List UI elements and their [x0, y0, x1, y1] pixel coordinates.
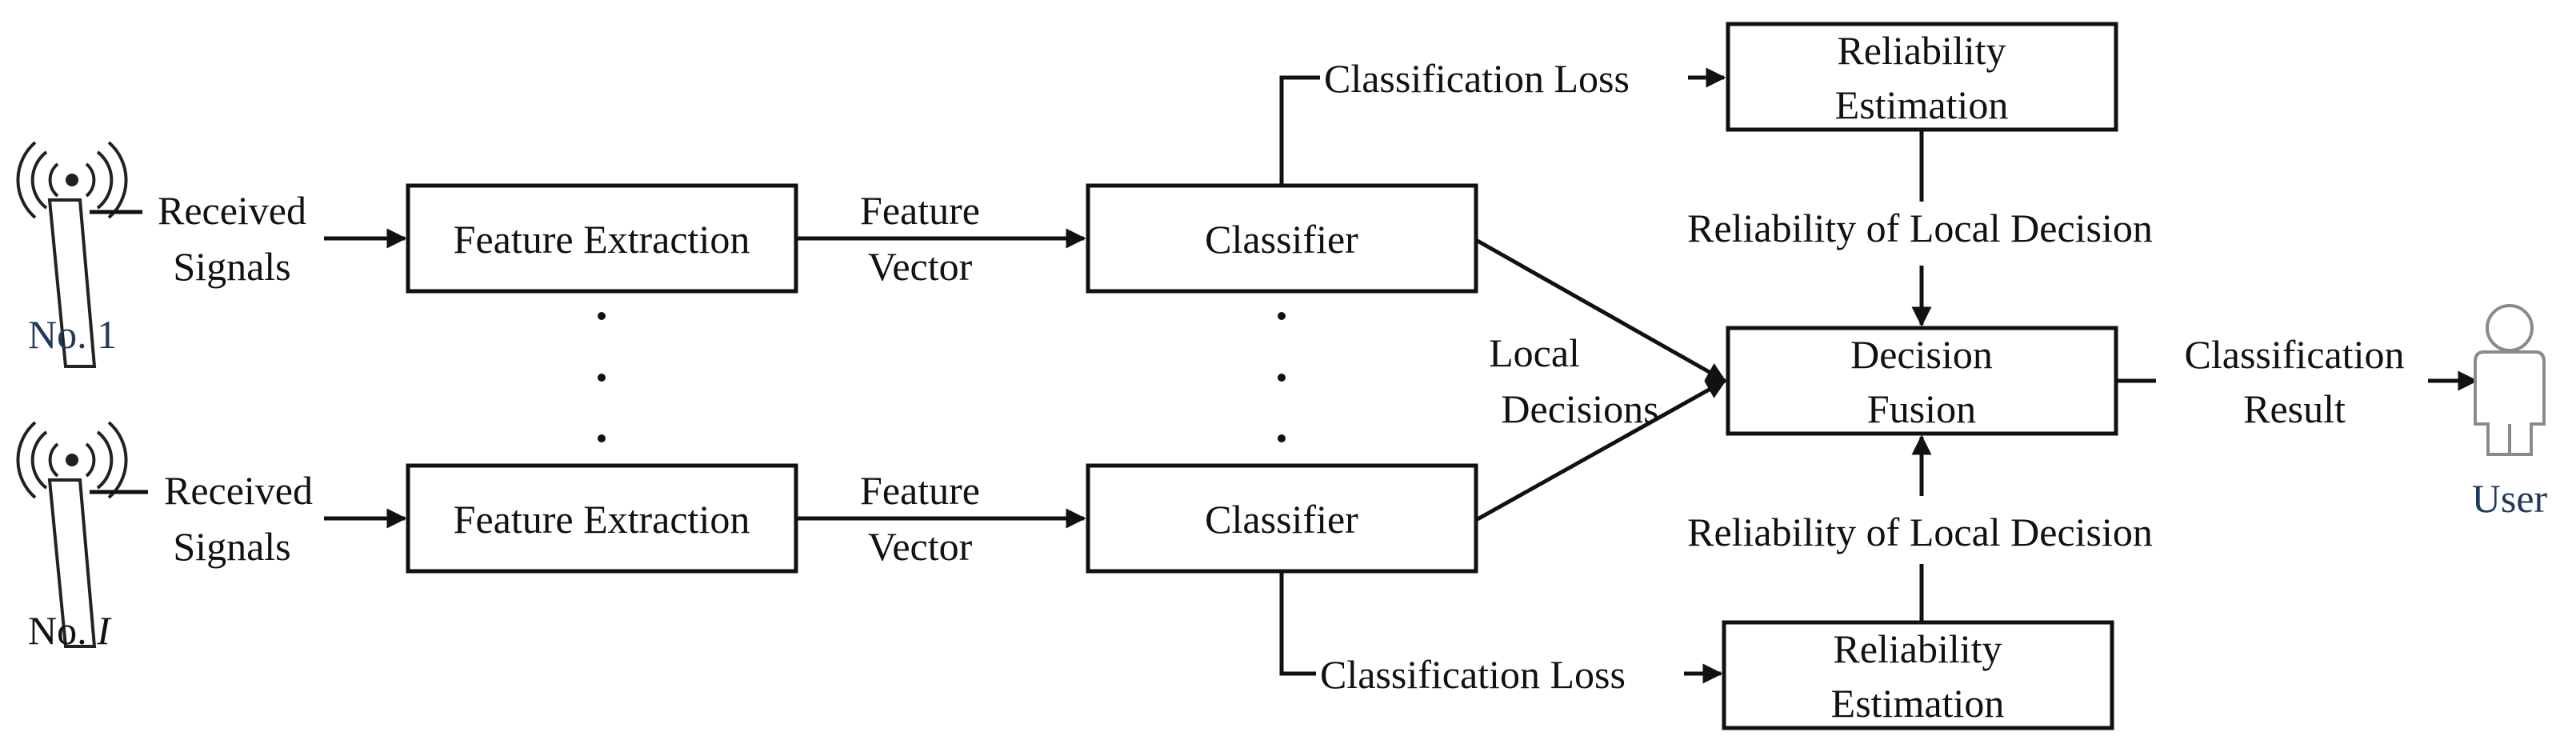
feature-extraction-label: Feature Extraction	[454, 217, 750, 262]
local-decisions-line2: Decisions	[1501, 386, 1658, 431]
receiver-label-1: No. 1	[28, 312, 117, 357]
reliability-estimation-bottom-line1: Reliability	[1833, 626, 2002, 671]
reliability-estimation-bottom-line2: Estimation	[1831, 681, 2005, 726]
reliability-estimation-box-bottom	[1722, 620, 2114, 730]
classification-result-line1: Classification	[2185, 332, 2405, 377]
receiver-label-prefix: No.	[28, 608, 97, 653]
decision-fusion-line2: Fusion	[1867, 386, 1976, 431]
feature-extraction-label: Feature Extraction	[454, 497, 750, 542]
local-decisions-line1: Local	[1489, 330, 1580, 375]
classifier-label: Classifier	[1205, 217, 1358, 262]
classifier-box	[1086, 183, 1478, 294]
user-icon	[2474, 304, 2546, 456]
received-signals-label-line2: Signals	[173, 244, 290, 289]
reliability-estimation-top-line1: Reliability	[1837, 28, 2006, 73]
received-signals-label-line2: Signals	[173, 524, 290, 569]
feature-extraction-box	[406, 183, 798, 294]
feature-vector-label-line1: Feature	[860, 188, 980, 233]
receiver-index: I	[96, 608, 112, 653]
reliability-estimation-top-line2: Estimation	[1835, 82, 2009, 127]
reliability-estimation-box-top	[1726, 22, 2118, 132]
feature-vector-label-line1: Feature	[860, 468, 980, 513]
top-classification-loss-line	[1279, 75, 1320, 186]
arrow-classifier1-to-fusion	[1474, 238, 1727, 383]
classifier-box	[1086, 463, 1478, 574]
arrow-classifierI-to-fusion	[1474, 378, 1727, 522]
top-classification-loss-label: Classification Loss	[1324, 56, 1630, 101]
user-label: User	[2472, 476, 2548, 521]
receiver-label-prefix: No.	[28, 312, 97, 357]
classifier-label: Classifier	[1205, 497, 1358, 542]
feature-vector-label-line2: Vector	[868, 244, 973, 289]
receiver-label-I: No. I	[28, 608, 112, 653]
classification-result-line2: Result	[2243, 386, 2346, 431]
receiver-index: 1	[97, 312, 117, 357]
received-signals-label-line1: Received	[164, 468, 313, 513]
reliability-of-local-decision-bottom: Reliability of Local Decision	[1687, 510, 2153, 554]
decision-fusion-box	[1726, 326, 2118, 436]
bottom-classification-loss-line	[1279, 571, 1316, 676]
bottom-classification-loss-label: Classification Loss	[1320, 652, 1626, 697]
reliability-of-local-decision-top: Reliability of Local Decision	[1687, 206, 2153, 250]
antenna-icon	[16, 141, 128, 368]
decision-fusion-line1: Decision	[1850, 332, 1993, 377]
received-signals-label-line1: Received	[158, 188, 306, 233]
antenna-icon	[16, 421, 128, 648]
feature-vector-label-line2: Vector	[868, 524, 973, 569]
ellipsis-dots	[598, 312, 1286, 442]
